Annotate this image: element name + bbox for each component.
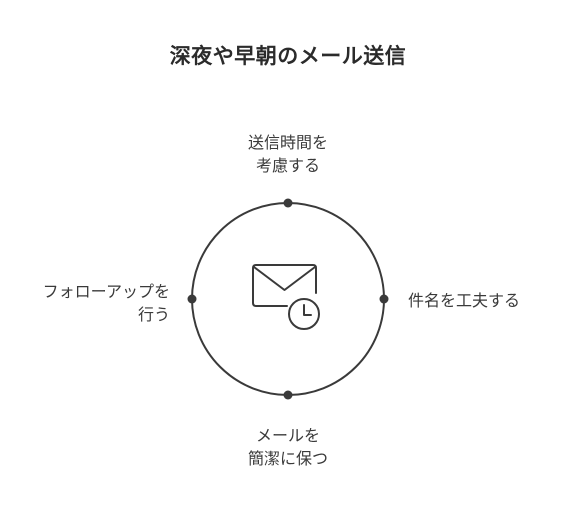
envelope-flap (253, 266, 316, 291)
node-label-bottom-line1: メールを (255, 426, 320, 445)
node-label-top-line2: 考慮する (255, 156, 320, 175)
node-dot-right (379, 294, 389, 304)
node-label-left: フォローアップを 行う (0, 280, 170, 326)
node-label-right-line1: 件名を工夫する (408, 291, 521, 310)
mail-clock-icon (252, 264, 320, 330)
node-label-bottom-line2: 簡潔に保つ (247, 449, 328, 468)
cycle-ring (191, 202, 385, 396)
node-dot-top (283, 198, 293, 208)
clock-hands (303, 304, 312, 316)
node-label-left-line1: フォローアップを (42, 282, 170, 301)
node-dot-left (187, 294, 197, 304)
envelope-icon (252, 264, 317, 307)
node-label-top: 送信時間を 考慮する (188, 131, 388, 177)
node-dot-bottom (283, 390, 293, 400)
node-label-top-line1: 送信時間を (247, 133, 328, 152)
node-label-left-line2: 行う (137, 305, 170, 324)
node-label-bottom: メールを 簡潔に保つ (188, 424, 388, 470)
diagram-title: 深夜や早朝のメール送信 (169, 44, 407, 68)
node-label-right: 件名を工夫する (408, 289, 520, 312)
